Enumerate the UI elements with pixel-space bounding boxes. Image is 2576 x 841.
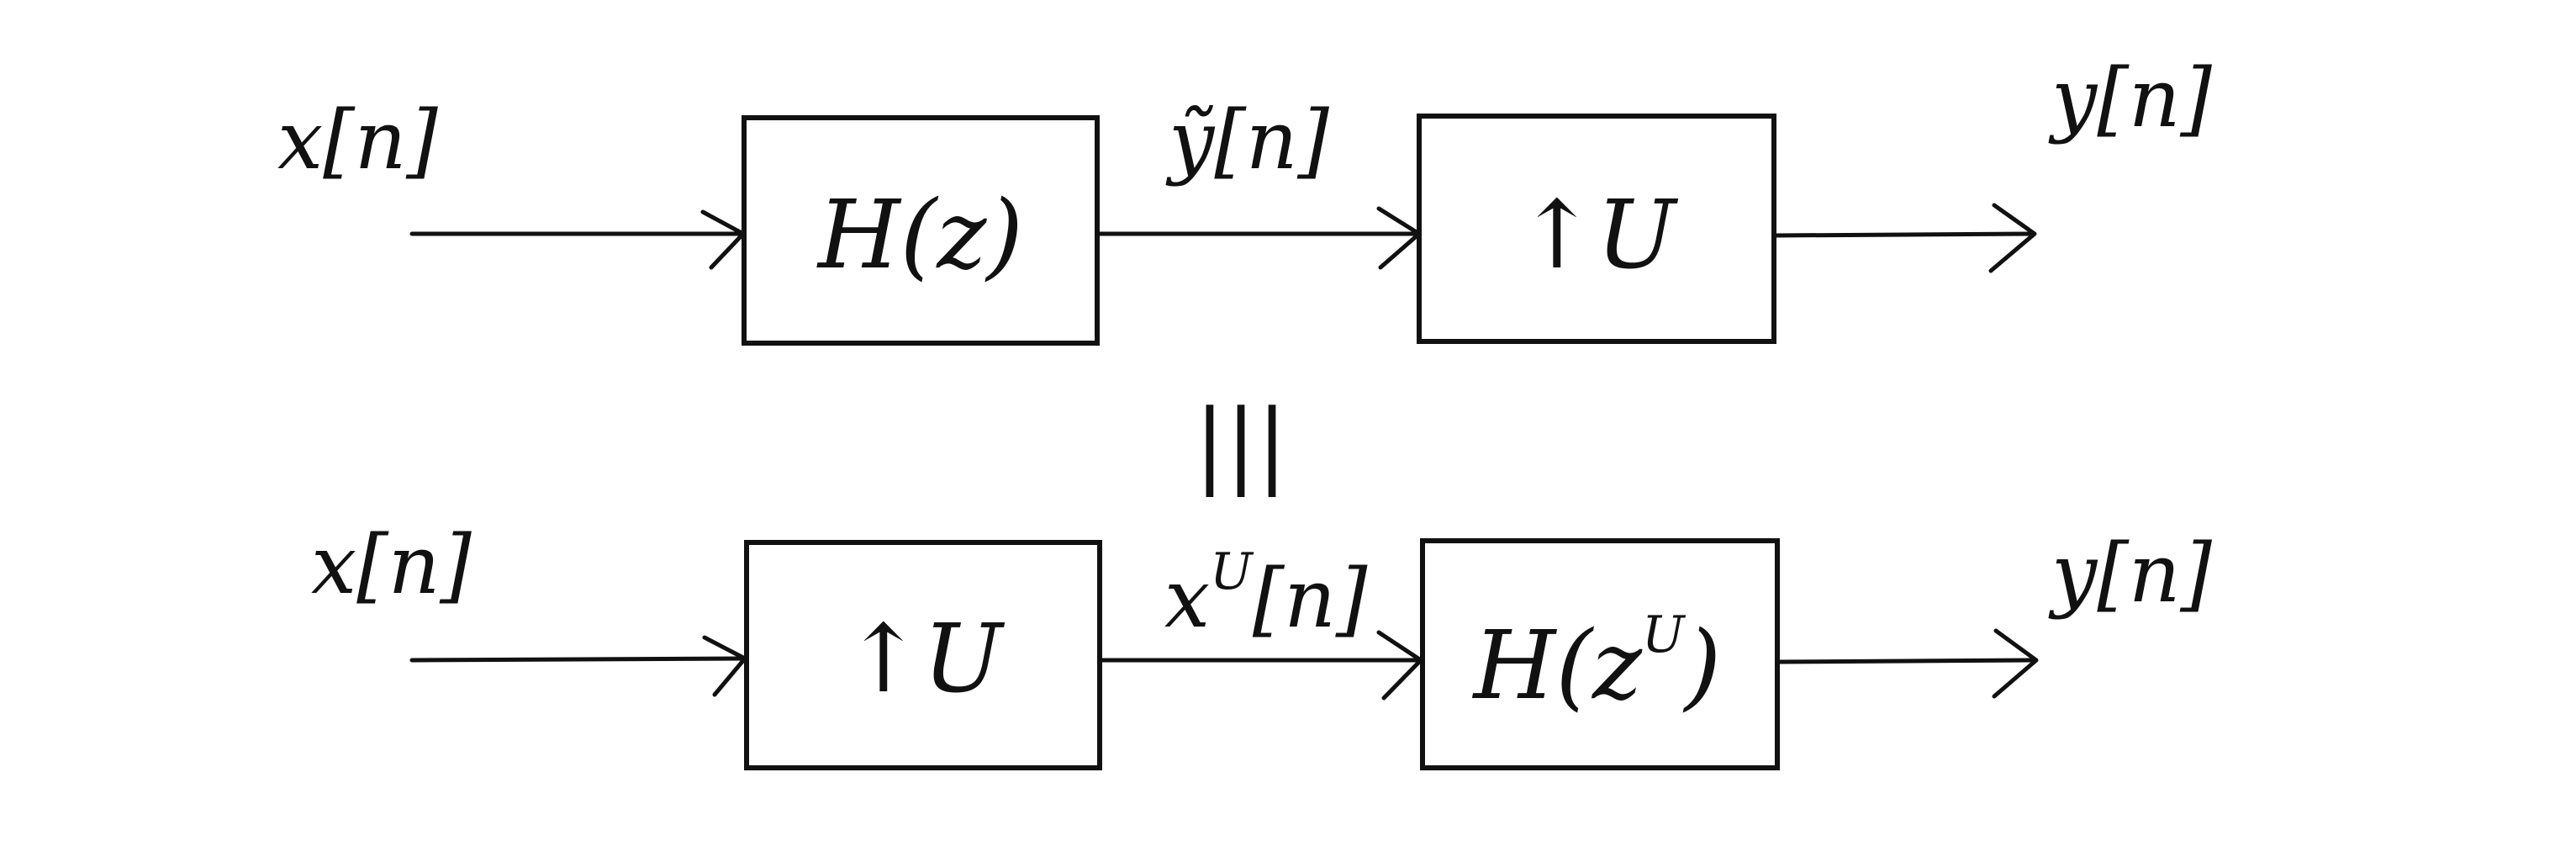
top-input-arrow	[409, 209, 746, 270]
top-middle-arrow	[1097, 206, 1422, 270]
top-input-label: x[n]	[277, 93, 438, 188]
bottom-upsampler-block: ↑U	[744, 540, 1102, 770]
bottom-intermediate-label-tail: [n]	[1253, 552, 1368, 646]
top-output-arrow	[1773, 203, 2037, 273]
bottom-input-arrow	[409, 635, 747, 697]
top-upsampler-label: ↑U	[1518, 181, 1679, 290]
top-intermediate-label: ỹ[n]	[1165, 93, 1330, 188]
bottom-intermediate-label-sup: U	[1210, 542, 1254, 601]
bottom-row: x[n] ↑U xU[n] H(zU) y[n]	[311, 518, 2213, 770]
equivalence-symbol: |||	[1194, 389, 1287, 497]
bottom-filter-label-base: H(z	[1472, 611, 1643, 721]
bottom-output-label: y[n]	[2048, 526, 2213, 621]
bottom-upsampler-label: ↑U	[844, 605, 1006, 714]
bottom-input-label: x[n]	[311, 518, 472, 612]
bottom-intermediate-label: xU[n]	[1164, 542, 1368, 646]
bottom-filter-label-tail: )	[1683, 611, 1722, 721]
top-row: x[n] H(z) ỹ[n] ↑U y[n]	[277, 51, 2213, 346]
top-filter-block: H(z)	[742, 115, 1100, 346]
bottom-filter-label-sup: U	[1642, 606, 1687, 664]
bottom-intermediate-label-base: x	[1164, 552, 1210, 646]
bottom-filter-label: H(zU)	[1472, 606, 1722, 721]
top-output-label: y[n]	[2048, 51, 2213, 145]
bottom-filter-block: H(zU)	[1420, 538, 1780, 770]
top-filter-label: H(z)	[816, 181, 1023, 290]
bottom-output-arrow	[1776, 628, 2039, 699]
top-upsampler-block: ↑U	[1417, 114, 1776, 344]
